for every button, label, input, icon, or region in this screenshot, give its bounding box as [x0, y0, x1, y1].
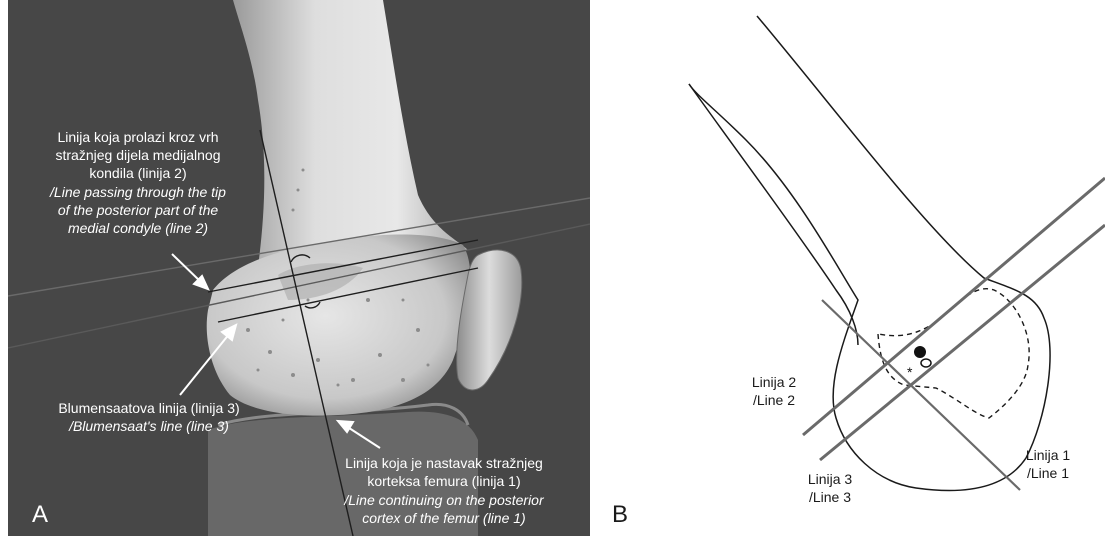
label-line1-1: Linija 1 — [1026, 447, 1071, 463]
label-line3-1: Linija 3 — [808, 471, 853, 487]
line2-en-2: of the posterior part of the — [58, 202, 219, 218]
line2-hr-1: Linija koja prolazi kroz vrh — [57, 129, 218, 145]
label-line2-2: /Line 2 — [753, 392, 795, 408]
label-line1-2: /Line 1 — [1027, 465, 1069, 481]
line3-en-1: /Blumensaat's line (line 3) — [68, 418, 229, 434]
panel-b-schematic: * Linija 2 /Line 2 Linija 3 /Line 3 Lini… — [596, 0, 1105, 536]
panel-a-label: A — [32, 501, 48, 528]
line1-hr-2: korteksa femura (linija 1) — [367, 473, 520, 489]
line2-hr-2: stražnjeg dijela medijalnog — [56, 147, 221, 163]
label-line3-2: /Line 3 — [809, 489, 851, 505]
asterisk-marker: * — [907, 364, 913, 380]
line1-en-1: /Line continuing on the posterior — [343, 492, 545, 508]
panel-b-label: B — [612, 501, 628, 528]
line2-en-3: medial condyle (line 2) — [68, 220, 208, 236]
line1-en-2: cortex of the femur (line 1) — [362, 510, 525, 526]
line2-hr-3: kondila (linija 2) — [89, 165, 186, 181]
solid-dot-marker — [914, 346, 926, 358]
label-line2-1: Linija 2 — [752, 374, 797, 390]
line3-hr-1: Blumensaatova linija (linija 3) — [58, 400, 239, 416]
panel-a-illustration: Linija koja prolazi kroz vrh stražnjeg d… — [8, 0, 590, 536]
open-circle-marker — [921, 359, 931, 367]
line2-en-1: /Line passing through the tip — [49, 184, 226, 200]
line1-hr-1: Linija koja je nastavak stražnjeg — [345, 455, 543, 471]
